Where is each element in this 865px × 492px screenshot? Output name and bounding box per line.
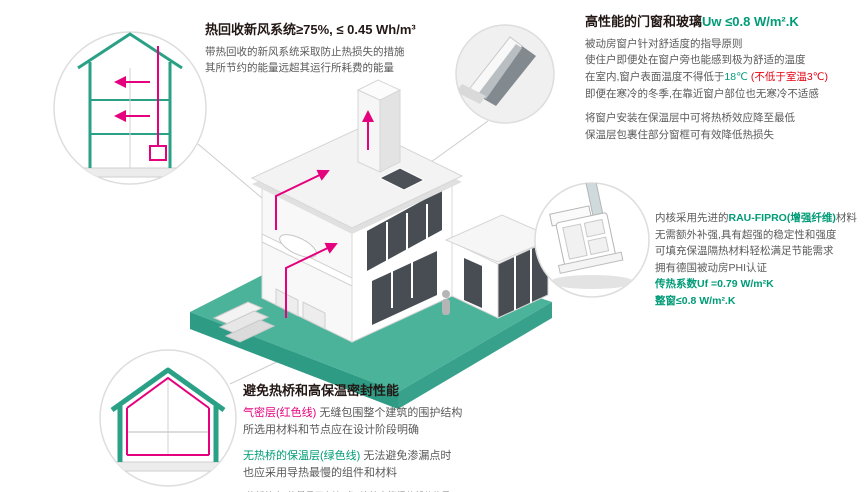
cabinet <box>302 301 326 330</box>
ventilation-callout-circle <box>53 31 207 185</box>
tower-top <box>356 79 402 101</box>
window-band-lower <box>372 251 437 325</box>
windows-line1: 被动房窗户针对舒适度的指导原则 <box>585 37 743 50</box>
wing-door <box>464 258 482 308</box>
thermal-line2: 所选用材料和节点应在设计阶段明确 <box>243 424 419 437</box>
thermal-line3: 无热桥的保温层(绿色线) 无法避免渗漏点时 <box>243 449 452 462</box>
uf-value: 传热系数Uf =0.79 W/m²K <box>655 278 774 291</box>
frame-profile-icon <box>549 183 634 289</box>
windows-line6: 保温层包裹住部分窗框可有效降低热损失 <box>585 128 774 141</box>
indoor-temp-value: 18℃ <box>724 71 748 84</box>
roof-slab <box>250 126 464 229</box>
bathtub <box>279 234 317 258</box>
window-callout-circle <box>455 24 555 124</box>
ventilation-diagram-icon <box>61 32 199 178</box>
duct-lines <box>275 110 374 318</box>
insulation-layer-label: 无热桥的保温层(绿色线) <box>243 449 361 462</box>
person-figure <box>442 290 450 315</box>
rau-fipro-label: RAU-FIPRO(增强纤维) <box>728 212 836 224</box>
insulation-diagram-icon <box>103 367 233 472</box>
airtight-layer-label: 气密层(红色线) <box>243 406 317 419</box>
windows-title-value: Uw ≤0.8 W/m².K <box>702 14 799 29</box>
window-band-upper <box>367 190 442 271</box>
thermal-line1: 气密层(红色线) 无缝包围整个建筑的围护结构 <box>243 406 463 419</box>
skylight <box>378 167 426 191</box>
thermal-title: 避免热桥和高保温密封性能 <box>243 383 400 398</box>
tower-right <box>379 89 401 173</box>
windows-line2: 使住户即便处在窗户旁也能感到极为舒适的温度 <box>585 54 806 67</box>
profile-callout-circle <box>534 182 650 298</box>
profile-line4: 拥有德国被动房PHI认证 <box>655 261 768 274</box>
profile-line1: 内核采用先进的RAU-FIPRO(增强纤维)材料 <box>655 212 857 224</box>
uw-value: 整窗≤0.8 W/m².K <box>655 294 736 307</box>
windows-title-text: 高性能的门窗和玻璃 <box>585 14 703 29</box>
profile-line3: 可填充保温隔热材料轻松满足节能需求 <box>655 245 834 258</box>
windows-line4: 即便在寒冷的冬季,在靠近窗户部位也无寒冷不适感 <box>585 87 819 100</box>
window-corner-icon <box>456 36 536 106</box>
stairs <box>212 301 276 343</box>
ventilation-annotation: 热回收新风系统≥75%, ≤ 0.45 Wh/m³ 带热回收的新风系统采取防止热… <box>205 22 510 77</box>
temp-note-red: (不低于室温3℃) <box>747 71 828 84</box>
ventilation-line2: 其所节约的能量远超其运行所耗费的能量 <box>205 62 394 75</box>
ventilation-line1: 带热回收的新风系统采取防止热损失的措施 <box>205 45 405 58</box>
profile-line2: 无需额外补强,具有超强的稳定性和强度 <box>655 228 837 241</box>
thermal-callout-circle <box>99 349 237 487</box>
thermal-line4: 也应采用导热最慢的组件和材料 <box>243 467 397 480</box>
thermal-annotation: 避免热桥和高保温密封性能 气密层(红色线) 无缝包围整个建筑的围护结构 所选用材… <box>243 383 578 492</box>
ventilation-title: 热回收新风系统≥75%, ≤ 0.45 Wh/m³ <box>205 22 416 37</box>
house-3d-model <box>190 79 556 409</box>
windows-annotation: 高性能的门窗和玻璃Uw ≤0.8 W/m².K 被动房窗户针对舒适度的指导原则 … <box>585 14 859 143</box>
profile-annotation: 内核采用先进的RAU-FIPRO(增强纤维)材料 无需额外补强,具有超强的稳定性… <box>655 210 861 309</box>
windows-line3: 在室内,窗户表面温度不得低于18℃ (不低于室温3℃) <box>585 71 828 84</box>
windows-title: 高性能的门窗和玻璃Uw ≤0.8 W/m².K <box>585 14 859 31</box>
windows-line5: 将窗户安装在保温层中可将热桥效应降至最低 <box>585 112 795 125</box>
lawn-edge-right <box>398 302 552 409</box>
